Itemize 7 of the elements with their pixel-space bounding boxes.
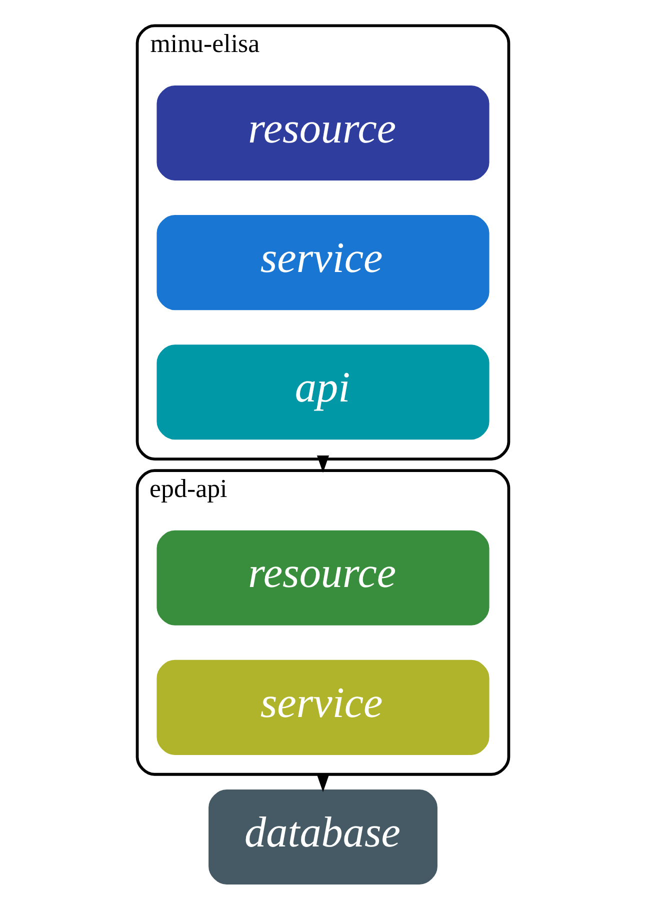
node-box: resource	[156, 85, 489, 180]
node-box: resource	[156, 530, 489, 626]
arrow	[316, 455, 329, 473]
node-box: api	[156, 344, 489, 440]
node-box: service	[156, 660, 489, 755]
node-box: database	[208, 790, 437, 885]
node-box: service	[156, 215, 489, 310]
